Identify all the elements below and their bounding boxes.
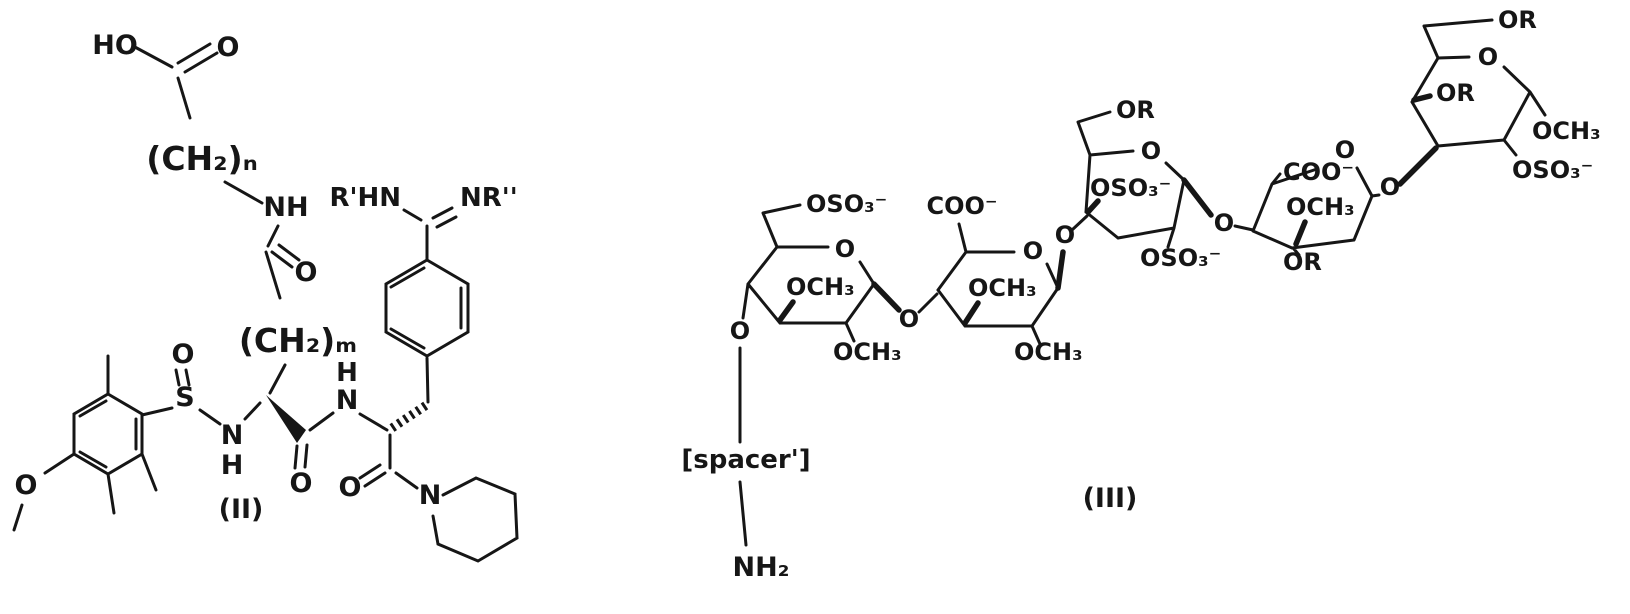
label-ring4-ring-o: O bbox=[1335, 136, 1355, 164]
label-ring5-oso3: OSO₃⁻ bbox=[1512, 156, 1593, 184]
label-amide1-o: O bbox=[295, 257, 318, 288]
label-spacer: [spacer'] bbox=[681, 445, 810, 475]
label-ring1-spacer-o: O bbox=[730, 317, 750, 345]
label-ring5-ring-o: O bbox=[1478, 43, 1498, 71]
label-link34-o: O bbox=[1214, 209, 1234, 237]
label-nh: NH bbox=[263, 192, 308, 223]
label-ring2-och3-lower: OCH₃ bbox=[1014, 338, 1083, 366]
label-ring1-oso3: OSO₃⁻ bbox=[806, 190, 887, 218]
label-ring1-och3-inner: OCH₃ bbox=[786, 273, 855, 301]
label-ring3-oso3-lower: OSO₃⁻ bbox=[1140, 244, 1221, 272]
label-ring2-och3-inner: OCH₃ bbox=[968, 274, 1037, 302]
label-nh2: NH₂ bbox=[732, 552, 789, 583]
structure-ii-caption: (II) bbox=[219, 494, 264, 525]
label-ring2-ring-o: O bbox=[1023, 237, 1043, 265]
stereo-hash-bond bbox=[389, 400, 431, 432]
label-ring3-or-top: OR bbox=[1116, 96, 1155, 124]
structure-iii-glycosidic-bonds bbox=[777, 93, 1439, 326]
label-sulfur: S bbox=[175, 382, 194, 413]
label-amide2-o: O bbox=[290, 468, 313, 499]
label-piperidine-n: N bbox=[419, 480, 442, 511]
label-ring5-or-left: OR bbox=[1436, 79, 1475, 107]
label-ch2-n: (CH₂)ₙ bbox=[146, 139, 258, 178]
label-ring5-och3-right: OCH₃ bbox=[1532, 117, 1601, 145]
label-ring4-och3-inner: OCH₃ bbox=[1286, 193, 1355, 221]
label-link45-o: O bbox=[1380, 173, 1400, 201]
label-link23-o: O bbox=[1055, 221, 1075, 249]
label-amide3-h: H bbox=[336, 358, 358, 388]
label-link12-o: O bbox=[899, 305, 919, 333]
label-ch2-m: (CH₂)ₘ bbox=[239, 321, 357, 360]
label-ring3-ring-o: O bbox=[1141, 137, 1161, 165]
structure-iii-bonds bbox=[738, 18, 1547, 547]
label-methoxy-o: O bbox=[15, 470, 38, 501]
label-sulfonamide-h: H bbox=[221, 450, 244, 481]
structure-ii: HO O (CH₂)ₙ NH R'HN NR'' O (CH₂)ₘ O S N … bbox=[12, 30, 519, 563]
label-sulfonyl-o: O bbox=[172, 339, 195, 370]
label-nr-doubleprime: NR'' bbox=[460, 183, 518, 213]
label-ring5-or-top: OR bbox=[1498, 6, 1537, 34]
structure-ii-bonds bbox=[12, 42, 519, 563]
label-carboxyl-o: O bbox=[217, 32, 240, 63]
label-ketone-o: O bbox=[339, 472, 362, 503]
label-ring1-och3-lower: OCH₃ bbox=[833, 338, 902, 366]
stereo-wedge-bond bbox=[266, 395, 306, 443]
label-amide3-n: N bbox=[336, 385, 359, 416]
label-ring3-oso3-upper: OSO₃⁻ bbox=[1090, 174, 1171, 202]
structure-iii: OSO₃⁻ O OCH₃ OCH₃ O [spacer'] NH₂ O O O … bbox=[681, 6, 1600, 583]
label-ring2-coo: COO⁻ bbox=[926, 192, 997, 220]
structure-iii-caption: (III) bbox=[1083, 483, 1138, 514]
label-ring1-ring-o: O bbox=[835, 235, 855, 263]
label-ho: HO bbox=[92, 30, 138, 61]
label-r-prime-hn: R'HN bbox=[330, 183, 402, 213]
label-ring4-or-lower: OR bbox=[1283, 248, 1322, 276]
label-ring4-coo: COO⁻ bbox=[1283, 158, 1354, 186]
label-sulfonamide-n: N bbox=[221, 420, 244, 451]
